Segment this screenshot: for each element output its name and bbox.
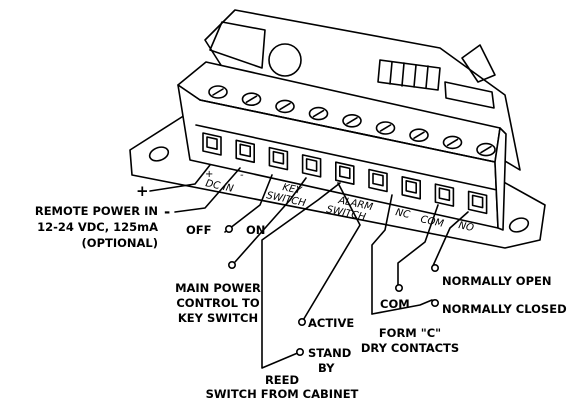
terminal-screw	[409, 128, 429, 142]
wire-nc	[371, 194, 393, 315]
wire-no	[431, 211, 469, 269]
screw-slot	[480, 145, 492, 154]
terminal-screw	[208, 85, 228, 99]
terminal-screw	[476, 142, 496, 157]
terminal-entry	[202, 132, 222, 156]
terminal-entry-inner	[272, 150, 285, 165]
wire-plus	[149, 164, 211, 192]
screw-slot	[279, 102, 291, 111]
wire-alarm-standby	[261, 182, 341, 369]
plus-sign: +	[136, 182, 149, 200]
wire-minus	[174, 167, 241, 213]
terminal-entries	[202, 132, 488, 215]
on-contact	[228, 260, 237, 269]
terminal-entry-inner	[305, 158, 318, 172]
com-label: COM	[380, 297, 410, 311]
normally-open-label: NORMALLY OPEN	[442, 274, 551, 288]
terminal-entry-inner	[372, 172, 384, 187]
terminal-entry	[268, 146, 289, 171]
terminal-screw	[275, 99, 295, 114]
wire-key-off	[224, 174, 273, 233]
terminal-entry-inner	[239, 143, 251, 158]
remote-power-line2: 12-24 VDC, 125mA	[37, 220, 158, 234]
board-chip	[444, 81, 495, 109]
terminal-entry	[235, 139, 255, 164]
wire-nc-link	[371, 299, 433, 315]
remote-power-line1: REMOTE POWER IN	[35, 204, 158, 218]
no-contact	[430, 263, 439, 272]
main-power-line2: CONTROL TO	[176, 296, 259, 310]
term-key: KEY	[281, 182, 303, 197]
term-plus: +	[205, 169, 213, 180]
normally-closed-label: NORMALLY CLOSED	[442, 302, 567, 316]
com-contact	[394, 283, 403, 292]
terminal-entry-inner	[471, 194, 484, 209]
screw-slot	[446, 138, 459, 147]
off-label: OFF	[186, 223, 212, 237]
flange-hole-left	[148, 146, 170, 162]
main-power-line3: KEY SWITCH	[178, 311, 258, 325]
screw-slot	[379, 124, 392, 132]
board-component	[209, 21, 266, 69]
remote-power-line3: (OPTIONAL)	[82, 236, 158, 250]
form-c-line1: FORM "C"	[379, 326, 441, 340]
board-part	[461, 44, 496, 83]
standby-contact	[295, 347, 304, 356]
board-connector	[377, 59, 441, 91]
terminal-entry	[401, 176, 421, 200]
reed-line2: SWITCH FROM CABINET	[206, 387, 359, 401]
screw-slot	[245, 95, 258, 103]
terminal-screw	[442, 135, 463, 150]
on-label: ON	[246, 223, 265, 237]
flange-hole-right	[508, 217, 530, 233]
terminal-entry-inner	[339, 165, 351, 180]
wire-alarm-active	[301, 182, 361, 323]
terminal-screw	[241, 92, 262, 106]
terminal-screw	[342, 114, 362, 128]
standby-line1: STAND	[308, 346, 351, 360]
terminal-entry	[301, 154, 322, 178]
terminal-entry-inner	[206, 136, 218, 150]
active-label: ACTIVE	[308, 316, 354, 330]
term-nc: NC	[394, 207, 410, 221]
terminal-entry-inner	[405, 180, 417, 194]
term-no: NO	[457, 220, 474, 234]
standby-line2: BY	[318, 361, 335, 375]
form-c-line2: DRY CONTACTS	[361, 341, 459, 355]
terminal-screw	[375, 121, 396, 135]
term-minus: -	[240, 170, 244, 181]
terminal-entry	[467, 190, 488, 215]
active-contact	[297, 317, 306, 326]
reed-line1: REED	[265, 373, 299, 387]
board-capacitor	[268, 43, 302, 77]
screw-slot	[413, 131, 425, 139]
term-com: COM	[419, 214, 445, 230]
wire-key-on	[234, 177, 307, 263]
off-contact	[225, 225, 234, 234]
screw-slot	[346, 117, 358, 125]
main-power-line1: MAIN POWER	[175, 281, 261, 295]
wire-com	[397, 204, 439, 291]
terminal-screws	[208, 85, 496, 157]
terminal-entry-inner	[438, 187, 451, 202]
block-end-cap	[494, 127, 507, 231]
screw-slot	[212, 88, 224, 96]
terminal-entry	[335, 161, 355, 185]
terminal-entry	[368, 168, 388, 193]
screw-slot	[312, 109, 325, 118]
terminal-screw	[308, 106, 329, 121]
minus-sign: -	[164, 203, 170, 221]
nc-contact	[430, 298, 439, 307]
terminal-entry	[434, 183, 455, 207]
